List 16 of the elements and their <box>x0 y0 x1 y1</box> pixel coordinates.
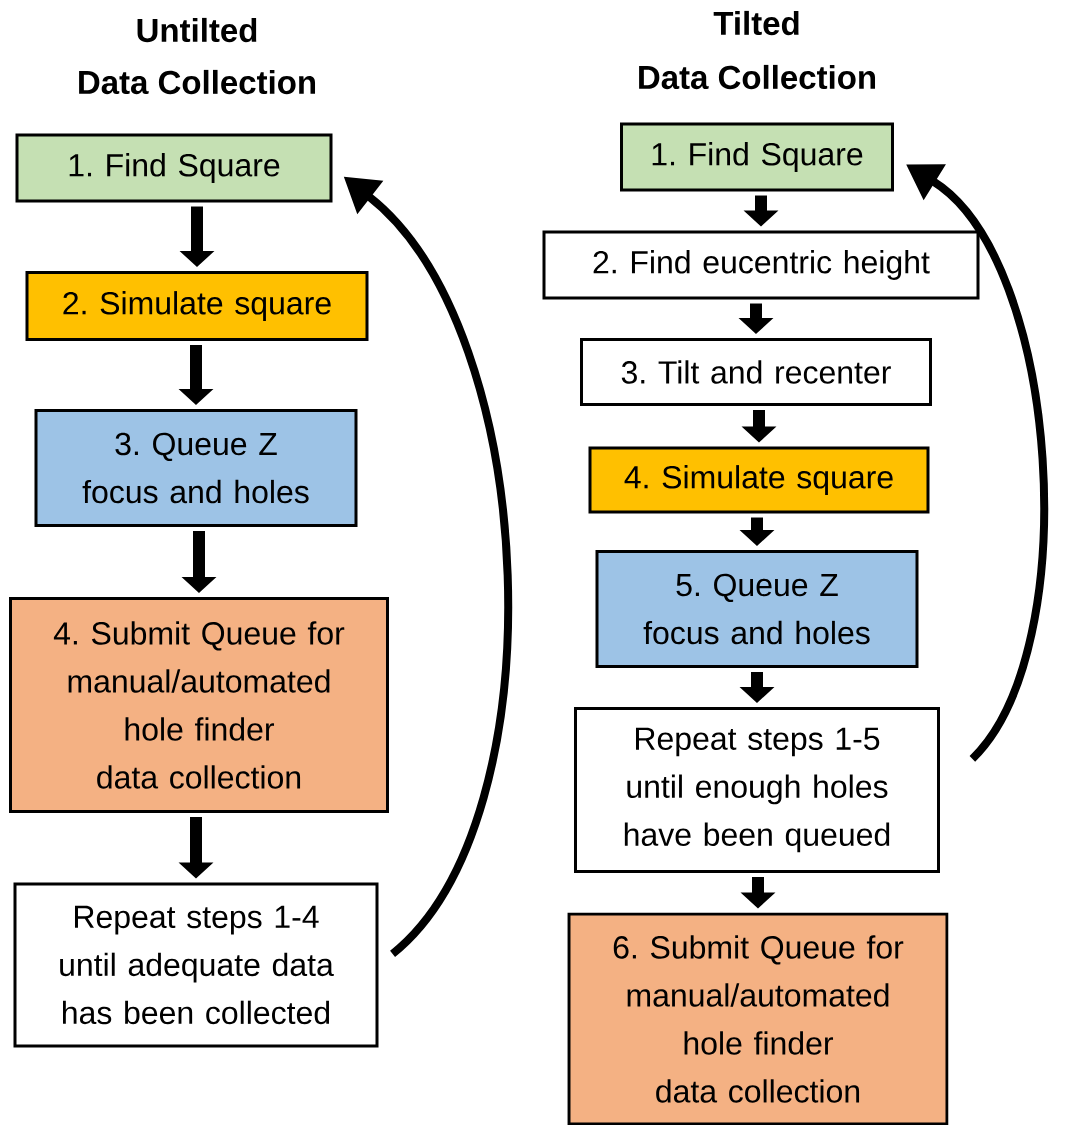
heading: Tilted <box>713 10 799 36</box>
process-box: 4. Submit Queue for manual/automated hole finder data collection <box>9 597 389 813</box>
process-box: 5. Queue Z focus and holes <box>595 550 919 668</box>
process-box: 6. Submit Queue for manual/automated hole finder data collection <box>567 912 949 1125</box>
process-box: 4. Simulate square <box>588 446 930 514</box>
process-box: Repeat steps 1-5 until enough holes have been queued <box>574 707 940 873</box>
process-box: 2. Find eucentric height <box>542 230 980 300</box>
heading: Untilted <box>137 17 257 43</box>
process-box: 1. Find Square <box>620 122 894 192</box>
heading: Data Collection <box>79 69 315 95</box>
process-box: 3. Queue Z focus and holes <box>34 409 358 527</box>
process-box: 3. Tilt and recenter <box>580 338 932 406</box>
process-box: 1. Find Square <box>15 133 333 203</box>
process-box: Repeat steps 1-4 until adequate data has been collected <box>13 882 379 1048</box>
heading: Data Collection <box>639 64 875 90</box>
process-box: 2. Simulate square <box>25 271 369 341</box>
